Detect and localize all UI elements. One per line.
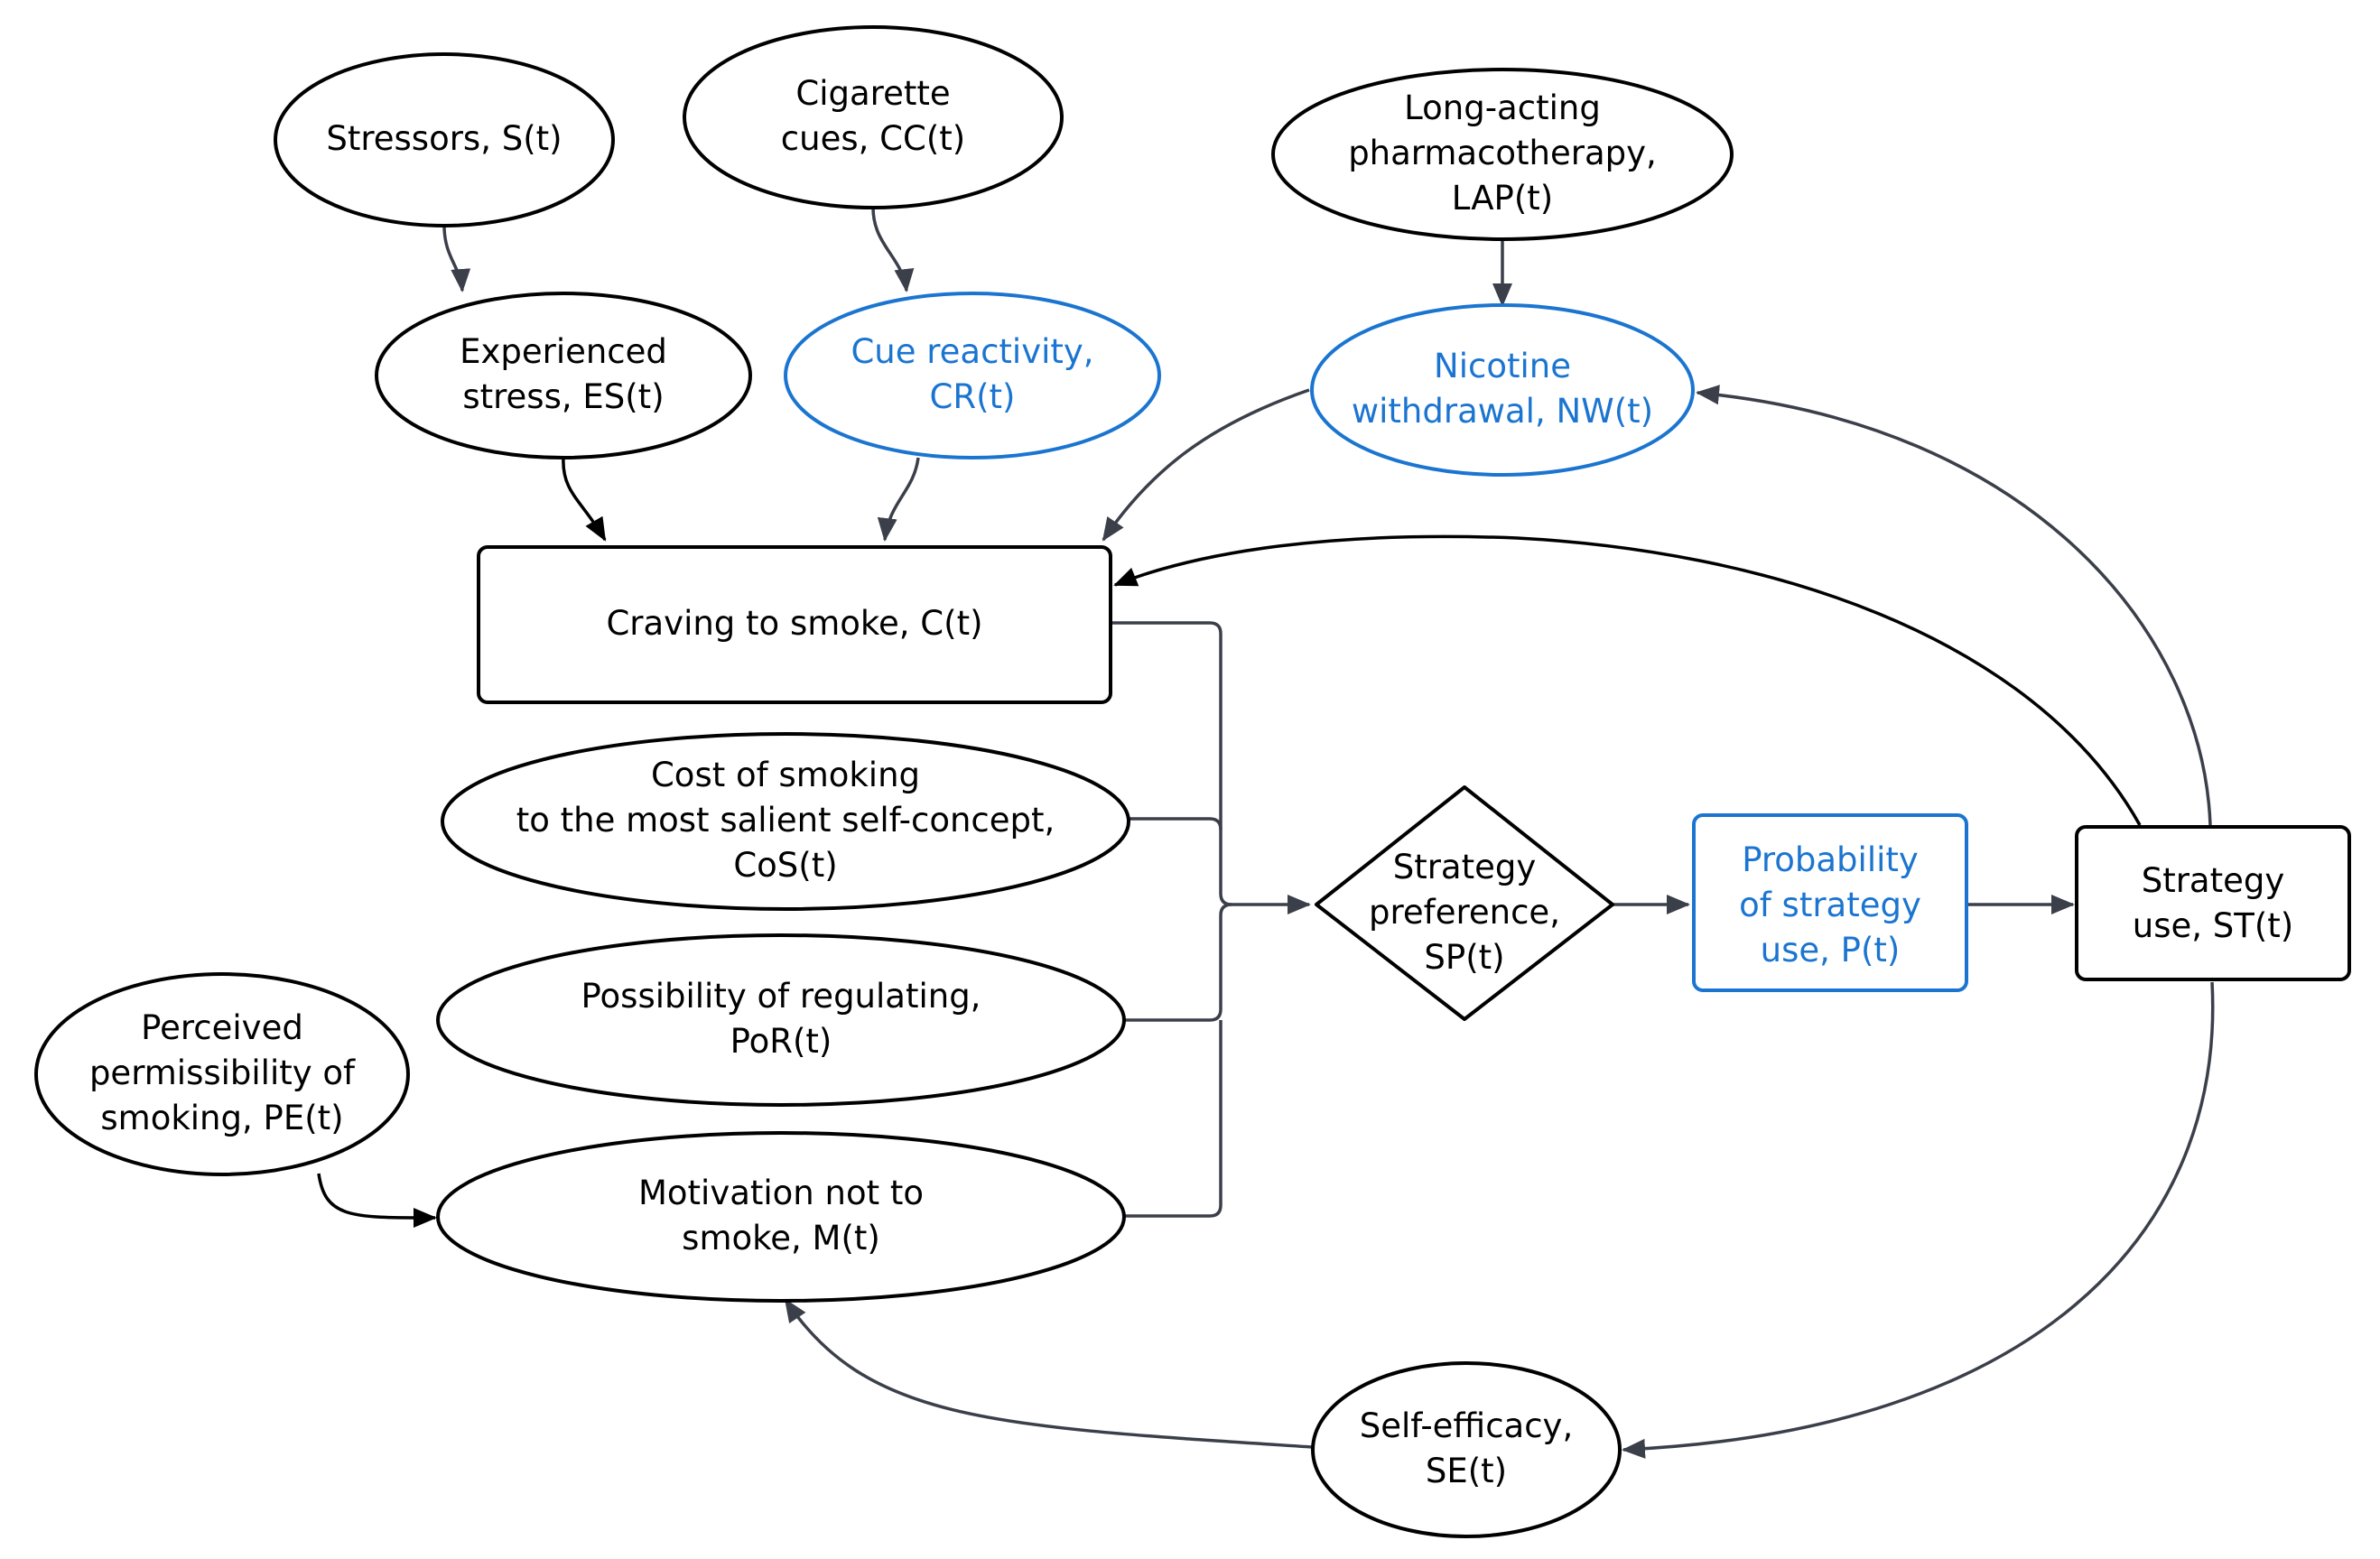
long-acting-line: LAP(t)	[1452, 179, 1553, 218]
edge-strategy-use-to-self-efficacy	[1622, 981, 2215, 1459]
experienced-stress-shape	[375, 292, 752, 459]
strategy-use-label: Strategy use, ST(t)	[2133, 861, 2293, 945]
node-long-acting-pharmacotherapy: Long-acting pharmacotherapy, LAP(t)	[1271, 68, 1734, 241]
nicotine-withdrawal-line: withdrawal, NW(t)	[1352, 392, 1653, 431]
experienced-stress-line: stress, ES(t)	[462, 377, 664, 416]
edge-cue-reactivity-to-craving	[877, 457, 920, 542]
perceived-permissibility-label: Perceived permissibility of smoking, PE(t)	[89, 1008, 356, 1137]
cost-of-smoking-line: CoS(t)	[733, 846, 837, 885]
self-efficacy-line: Self-efficacy,	[1360, 1406, 1573, 1445]
strategy-use-shape	[2075, 825, 2351, 981]
node-cue-reactivity: Cue reactivity, CR(t)	[784, 292, 1161, 459]
probability-shape	[1692, 813, 1968, 992]
stressors-line: Stressors, S(t)	[326, 119, 562, 158]
possibility-regulating-line: Possibility of regulating,	[581, 977, 981, 1016]
edge-craving-to-strategy-preference	[1111, 621, 1311, 914]
cigarette-cues-line: Cigarette	[795, 74, 950, 113]
node-probability-of-strategy-use: Probability of strategy use, P(t)	[1692, 813, 1968, 992]
cigarette-cues-shape	[683, 25, 1064, 209]
node-nicotine-withdrawal: Nicotine withdrawal, NW(t)	[1310, 303, 1695, 477]
edge-experienced-stress-to-craving	[562, 457, 607, 542]
node-cigarette-cues: Cigarette cues, CC(t)	[683, 25, 1064, 209]
strategy-preference-shape	[1315, 785, 1614, 1021]
edge-cost-to-bracket	[1129, 817, 1223, 831]
edge-permissibility-to-motivation	[317, 1173, 437, 1229]
cost-of-smoking-shape	[441, 732, 1130, 911]
long-acting-line: Long-acting	[1404, 88, 1601, 127]
stressors-shape	[274, 52, 615, 227]
node-self-efficacy: Self-efficacy, SE(t)	[1311, 1361, 1622, 1538]
strategy-use-line: use, ST(t)	[2133, 906, 2293, 945]
node-strategy-use: Strategy use, ST(t)	[2075, 825, 2351, 981]
experienced-stress-line: Experienced	[460, 332, 667, 371]
craving-label: Craving to smoke, C(t)	[606, 604, 982, 643]
cigarette-cues-line: cues, CC(t)	[781, 119, 965, 158]
perceived-permissibility-line: permissibility of	[89, 1053, 356, 1092]
self-efficacy-shape	[1311, 1361, 1622, 1538]
long-acting-label: Long-acting pharmacotherapy, LAP(t)	[1348, 88, 1657, 218]
craving-shape	[477, 545, 1112, 704]
nicotine-withdrawal-label: Nicotine withdrawal, NW(t)	[1352, 347, 1653, 431]
edge-stressors-to-experienced-stress	[442, 225, 471, 292]
cue-reactivity-shape	[784, 292, 1161, 459]
strategy-preference-line: Strategy	[1393, 848, 1537, 886]
node-cost-of-smoking: Cost of smoking to the most salient self-…	[441, 732, 1130, 911]
motivation-shape	[436, 1131, 1126, 1303]
cost-of-smoking-line: to the most salient self-concept,	[516, 801, 1055, 840]
edge-motivation-to-bracket	[1125, 1020, 1223, 1218]
possibility-label: Possibility of regulating, PoR(t)	[581, 977, 981, 1061]
perceived-permissibility-line: smoking, PE(t)	[100, 1099, 343, 1137]
probability-strategy-line: use, P(t)	[1761, 931, 1901, 970]
probability-label: Probability of strategy use, P(t)	[1739, 840, 1921, 970]
strategy-use-line: Strategy	[2142, 861, 2285, 900]
strategy-preference-label: Strategy preference, SP(t)	[1369, 848, 1560, 977]
experienced-stress-label: Experienced stress, ES(t)	[460, 332, 667, 416]
edge-self-efficacy-to-motivation	[784, 1298, 1313, 1449]
cigarette-cues-label: Cigarette cues, CC(t)	[781, 74, 965, 158]
node-stressors: Stressors, S(t)	[274, 52, 615, 227]
stressors-label: Stressors, S(t)	[326, 119, 562, 158]
motivation-line: smoke, M(t)	[682, 1219, 880, 1257]
cue-reactivity-line: CR(t)	[930, 377, 1016, 416]
edges	[317, 207, 2215, 1459]
probability-strategy-line: Probability	[1742, 840, 1919, 879]
self-efficacy-line: SE(t)	[1426, 1452, 1507, 1490]
node-possibility-of-regulating: Possibility of regulating, PoR(t)	[436, 933, 1126, 1107]
cost-of-smoking-label: Cost of smoking to the most salient self-…	[516, 756, 1055, 885]
possibility-regulating-line: PoR(t)	[730, 1022, 832, 1061]
edge-strategy-use-to-nicotine-withdrawal	[1696, 385, 2212, 826]
node-strategy-preference: Strategy preference, SP(t)	[1315, 785, 1614, 1021]
cost-of-smoking-line: Cost of smoking	[651, 756, 920, 794]
edge-possibility-to-bracket	[1125, 903, 1232, 1022]
edge-cues-to-cue-reactivity	[871, 207, 915, 292]
perceived-permissibility-shape	[34, 972, 410, 1176]
possibility-shape	[436, 933, 1126, 1107]
cue-reactivity-line: Cue reactivity,	[851, 332, 1093, 371]
node-craving: Craving to smoke, C(t)	[477, 545, 1112, 704]
long-acting-line: pharmacotherapy,	[1348, 134, 1657, 172]
craving-line: Craving to smoke, C(t)	[606, 604, 982, 643]
long-acting-shape	[1271, 68, 1734, 241]
node-motivation: Motivation not to smoke, M(t)	[436, 1131, 1126, 1303]
motivation-label: Motivation not to smoke, M(t)	[638, 1174, 924, 1257]
probability-strategy-line: of strategy	[1739, 886, 1921, 924]
motivation-line: Motivation not to	[638, 1174, 924, 1212]
nicotine-withdrawal-line: Nicotine	[1434, 347, 1571, 385]
node-perceived-permissibility: Perceived permissibility of smoking, PE(t)	[34, 972, 410, 1176]
self-efficacy-label: Self-efficacy, SE(t)	[1360, 1406, 1573, 1490]
edge-nicotine-withdrawal-to-craving	[1102, 388, 1310, 542]
strategy-preference-line: preference,	[1369, 893, 1560, 932]
nicotine-withdrawal-shape	[1310, 303, 1695, 477]
strategy-preference-line: SP(t)	[1424, 938, 1504, 977]
edge-strategy-use-to-craving	[1113, 534, 2142, 826]
node-experienced-stress: Experienced stress, ES(t)	[375, 292, 752, 459]
cue-reactivity-label: Cue reactivity, CR(t)	[851, 332, 1093, 416]
perceived-permissibility-line: Perceived	[141, 1008, 303, 1047]
